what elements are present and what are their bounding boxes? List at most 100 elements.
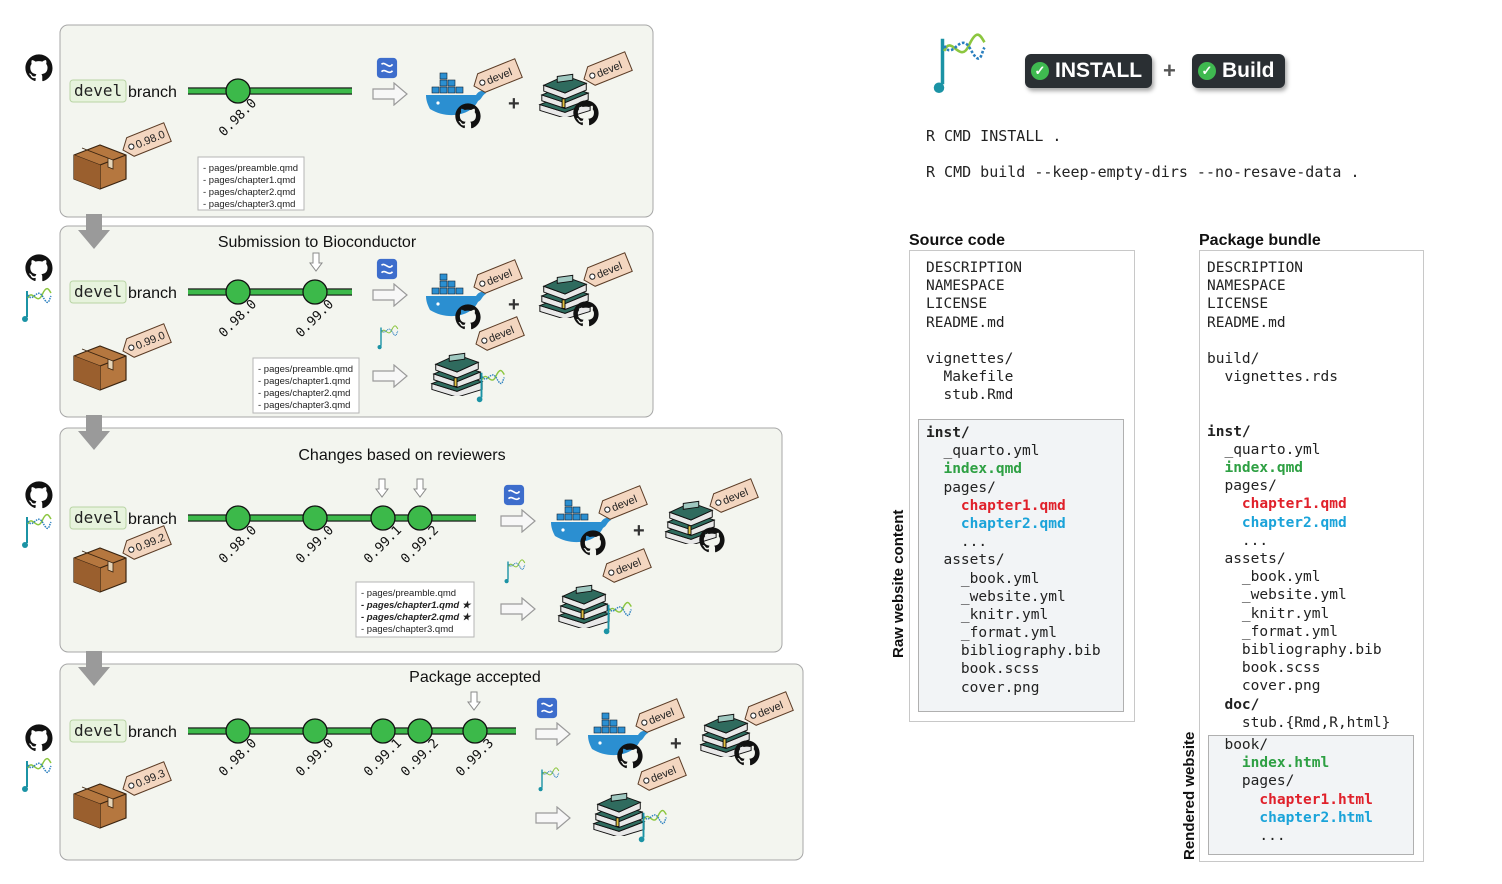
tree-line: _book.yml (926, 570, 1040, 587)
tag-hole (750, 712, 757, 719)
tree-line: ... (926, 534, 988, 551)
tag-shape (122, 525, 172, 560)
version-tag: 0.99.0 (122, 323, 172, 358)
tree-line: chapter1.html (1207, 791, 1373, 808)
package-box-icon (73, 345, 127, 391)
github-icon (25, 481, 53, 509)
tree-line: _knitr.yml (926, 606, 1049, 623)
commit-node (302, 279, 328, 305)
raw-website-content-label: Raw website content (890, 509, 907, 658)
bioconductor-icon (20, 513, 53, 550)
changed-files-box (252, 357, 360, 414)
devel-branch-label: devel (74, 282, 122, 301)
install-command: R CMD INSTALL . (926, 127, 1062, 145)
tree-line: assets/ (926, 552, 1005, 569)
commit-node (225, 78, 251, 104)
version-tag: 0.99.2 (122, 525, 172, 560)
tag-hole (128, 143, 135, 150)
changed-file-item: - pages/chapter2.qmd ★ (361, 612, 472, 623)
tree-line: bibliography.bib (926, 643, 1101, 660)
version-tag: 0.98.0 (122, 122, 172, 157)
tag-hole (715, 499, 722, 506)
devel-branch-chip (69, 79, 127, 103)
rendered-book-tree: book/ index.html pages/ chapter1.html ch… (1207, 736, 1373, 845)
tag-hole (479, 79, 486, 86)
version-tag: devel (602, 548, 652, 583)
step-caption: Changes based on reviewers (298, 447, 505, 464)
build-badge: ✓ Build (1192, 54, 1285, 88)
raw-website-content-box (918, 419, 1124, 712)
plus-sign: + (670, 733, 682, 755)
branch-word: branch (128, 511, 177, 528)
version-tag: devel (637, 756, 687, 791)
tree-line: ... (1207, 827, 1286, 844)
step-caption: Package accepted (409, 669, 541, 686)
commit-node (462, 718, 488, 744)
commit-node (225, 718, 251, 744)
badge-plus: + (1163, 58, 1176, 83)
tag-hole (481, 337, 488, 344)
commit-node (225, 505, 251, 531)
install-badge: ✓ INSTALL (1025, 54, 1153, 88)
tag-shape (475, 316, 525, 351)
changed-file-item: - pages/chapter2.qmd (258, 388, 350, 399)
tree-line (926, 332, 1022, 350)
tree-line: bibliography.bib (1207, 641, 1382, 658)
tree-line: pages/ (1207, 773, 1295, 790)
tag-shape (122, 122, 172, 157)
version-tag: devel (744, 691, 794, 726)
tree-line: _quarto.yml (1207, 441, 1321, 458)
tree-line: _website.yml (1207, 587, 1347, 604)
tag-shape (473, 58, 523, 93)
changed-file-item: - pages/preamble.qmd (258, 364, 353, 375)
bioconductor-icon (20, 287, 53, 324)
branch-line (188, 515, 476, 521)
tree-line: cover.png (1207, 678, 1321, 695)
package-box-icon (73, 783, 127, 829)
tree-line: build/ (1207, 350, 1260, 367)
version-tag: devel (475, 316, 525, 351)
branch-word: branch (128, 84, 177, 101)
tree-line: pages/ (926, 479, 996, 496)
branch-word: branch (128, 724, 177, 741)
changed-file-item: - pages/chapter3.qmd (258, 400, 350, 411)
tag-shape (473, 259, 523, 294)
build-command: R CMD build --keep-empty-dirs --no-resav… (926, 163, 1360, 181)
tree-line: LICENSE (1207, 296, 1269, 313)
tag-hole (479, 280, 486, 287)
tree-line: stub.Rmd (926, 387, 1014, 404)
bioconductor-build-badge-icon (376, 57, 398, 79)
tag-shape (709, 478, 759, 513)
tree-line: book.scss (926, 661, 1040, 678)
commit-node (407, 505, 433, 531)
tree-line: ... (1207, 532, 1269, 549)
check-icon: ✓ (1198, 62, 1216, 80)
tag-hole (589, 273, 596, 280)
rendered-website-box (1208, 735, 1414, 855)
bioconductor-build-badge-icon (503, 484, 525, 506)
tree-line: chapter1.qmd (1207, 496, 1347, 513)
tag-shape (583, 252, 633, 287)
tag-shape (122, 761, 172, 796)
branch-line (188, 728, 516, 734)
tree-line: index.qmd (926, 461, 1023, 478)
changed-file-item: - pages/chapter1.qmd ★ (361, 600, 472, 611)
tag-shape (635, 698, 685, 733)
plus-sign: + (508, 93, 520, 115)
tree-line: chapter2.html (1207, 809, 1373, 826)
tag-shape (744, 691, 794, 726)
package-box-icon (73, 144, 127, 190)
tree-line: pages/ (1207, 478, 1277, 495)
tree-line: cover.png (926, 679, 1040, 696)
bioconductor-logo-icon (934, 35, 985, 93)
tree-line: _website.yml (926, 588, 1066, 605)
tag-hole (604, 506, 611, 513)
commit-node (370, 505, 396, 531)
changed-files-box (355, 581, 475, 638)
devel-branch-label: devel (74, 81, 122, 100)
bioconductor-build-badge-icon (536, 697, 558, 719)
devel-branch-chip (69, 506, 127, 530)
tag-shape (602, 548, 652, 583)
tree-line: _format.yml (926, 625, 1057, 642)
